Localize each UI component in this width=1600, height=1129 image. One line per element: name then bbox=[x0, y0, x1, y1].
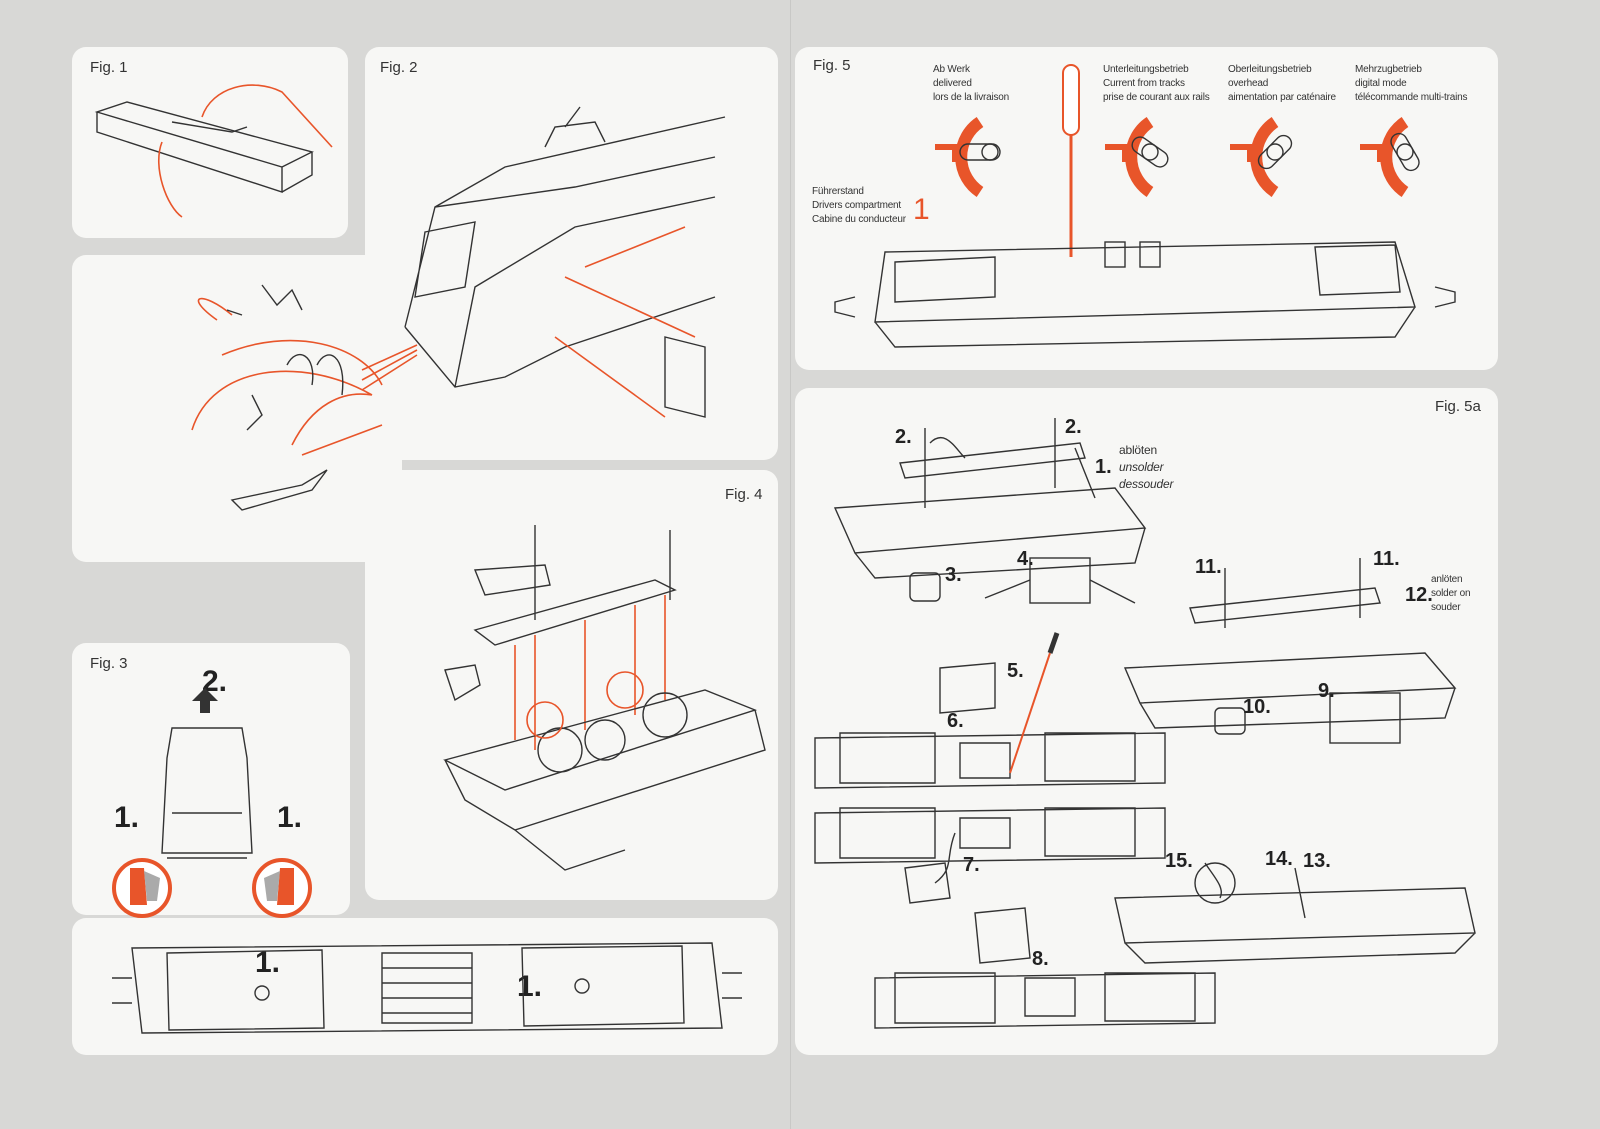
fig2-panel: Fig. 2 bbox=[365, 47, 778, 460]
unsolder-fr: dessouder bbox=[1119, 477, 1174, 491]
fig3-label: Fig. 3 bbox=[90, 655, 128, 672]
switch-overhead-icon bbox=[1230, 117, 1293, 197]
cab-label: Führerstand Drivers compartment Cabine d… bbox=[812, 185, 906, 227]
fig2-label: Fig. 2 bbox=[380, 59, 418, 76]
cab-number: 1 bbox=[913, 193, 930, 226]
fig2-coupler-illustration bbox=[191, 284, 418, 511]
fig1-illustration bbox=[94, 84, 333, 218]
cab-en: Drivers compartment bbox=[812, 200, 901, 211]
fig3-panel: Fig. 3 2. 1. 1. bbox=[72, 643, 350, 918]
fig1-panel: Fig. 1 bbox=[72, 47, 348, 238]
mode-digital-fr: télécommande multi-trains bbox=[1355, 92, 1468, 103]
mode-digital-label: Mehrzugbetrieb digital mode télécommande… bbox=[1355, 63, 1467, 105]
mode-delivered-de: Ab Werk bbox=[933, 64, 970, 75]
mode-overhead-label: Oberleitungsbetrieb overhead aimentation… bbox=[1228, 63, 1336, 105]
step-2-right: 2. bbox=[1065, 416, 1082, 438]
fig3-illustration bbox=[112, 688, 312, 918]
page-fold bbox=[790, 0, 791, 1129]
mode-delivered-fr: lors de la livraison bbox=[933, 92, 1010, 103]
fig4-illustration bbox=[443, 525, 766, 871]
fig2-couplers-panel bbox=[72, 255, 418, 562]
unsolder-en: unsolder bbox=[1119, 460, 1164, 474]
step-9: 9. bbox=[1318, 680, 1335, 702]
step-14: 14. bbox=[1265, 848, 1293, 870]
mode-digital-en: digital mode bbox=[1355, 78, 1407, 89]
mode-overhead-de: Oberleitungsbetrieb bbox=[1228, 64, 1312, 75]
step-11-left: 11. bbox=[1195, 556, 1222, 578]
fig4-panel: Fig. 4 bbox=[365, 470, 778, 900]
fig3-step-1-right: 1. bbox=[277, 801, 303, 834]
fig5a-label: Fig. 5a bbox=[1435, 398, 1481, 415]
fig2-illustration bbox=[404, 106, 726, 418]
mode-delivered-en: delivered bbox=[933, 78, 972, 89]
solder-label: anlöten solder on souder bbox=[1431, 573, 1471, 615]
step-13: 13. bbox=[1303, 850, 1331, 872]
fig3-chassis-panel: 1. 1. bbox=[72, 918, 778, 1055]
fig4-label: Fig. 4 bbox=[725, 486, 763, 503]
fig3-chassis-illustration bbox=[112, 942, 742, 1034]
step-10: 10. bbox=[1243, 696, 1271, 718]
step-15: 15. bbox=[1165, 850, 1193, 872]
switch-tracks-icon bbox=[1105, 117, 1169, 197]
fig3-step-1-chassis-b: 1. bbox=[517, 970, 543, 1003]
switch-delivered-icon bbox=[935, 117, 1001, 197]
mode-delivered-label: Ab Werk delivered lors de la livraison bbox=[933, 63, 1009, 105]
cab-de: Führerstand bbox=[812, 186, 864, 197]
unsolder-de: ablöten bbox=[1119, 443, 1157, 457]
solder-de: anlöten bbox=[1431, 574, 1463, 585]
step-2-left: 2. bbox=[895, 426, 912, 448]
mode-overhead-en: overhead bbox=[1228, 78, 1269, 89]
fig3-step-1-left: 1. bbox=[114, 801, 140, 834]
step-12: 12. bbox=[1405, 584, 1433, 606]
mode-tracks-fr: prise de courant aux rails bbox=[1103, 92, 1210, 103]
unsolder-label: ablöten unsolder dessouder bbox=[1119, 442, 1173, 493]
screwdriver-icon bbox=[1062, 64, 1080, 257]
mode-tracks-en: Current from tracks bbox=[1103, 78, 1185, 89]
step-3: 3. bbox=[945, 564, 962, 586]
step-5: 5. bbox=[1007, 660, 1024, 682]
step-11-right: 11. bbox=[1373, 548, 1400, 570]
step-1: 1. bbox=[1095, 456, 1112, 478]
step-4: 4. bbox=[1017, 548, 1034, 570]
fig5-panel: Fig. 5 Ab Werk delivered lors de la livr… bbox=[795, 47, 1498, 370]
fig5-label: Fig. 5 bbox=[813, 57, 851, 74]
fig5-illustration bbox=[834, 64, 1456, 348]
step-8: 8. bbox=[1032, 948, 1049, 970]
mode-digital-de: Mehrzugbetrieb bbox=[1355, 64, 1422, 75]
solder-en: solder on bbox=[1431, 588, 1471, 599]
step-6: 6. bbox=[947, 710, 964, 732]
cab-fr: Cabine du conducteur bbox=[812, 214, 906, 225]
mode-tracks-de: Unterleitungsbetrieb bbox=[1103, 64, 1189, 75]
fig5a-illustration bbox=[814, 418, 1476, 1029]
fig1-label: Fig. 1 bbox=[90, 59, 128, 76]
switch-digital-icon bbox=[1360, 117, 1420, 197]
fig5a-panel: Fig. 5a 2. 2. 1. ablöten unsolder dessou… bbox=[795, 388, 1498, 1055]
solder-fr: souder bbox=[1431, 602, 1461, 613]
mode-tracks-label: Unterleitungsbetrieb Current from tracks… bbox=[1103, 63, 1210, 105]
mode-overhead-fr: aimentation par caténaire bbox=[1228, 92, 1336, 103]
step-7: 7. bbox=[963, 854, 980, 876]
